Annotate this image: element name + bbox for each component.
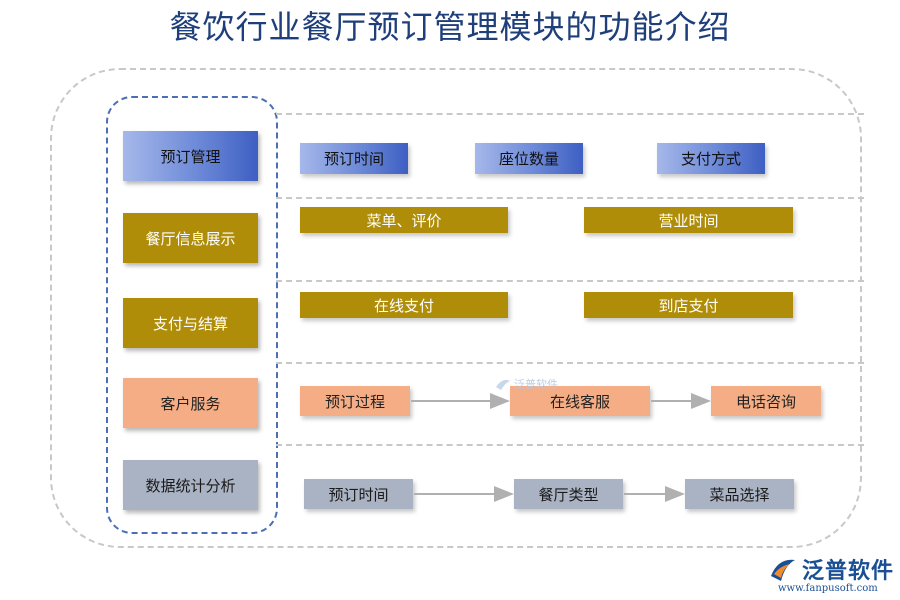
item-online-support: 在线客服 <box>510 386 650 416</box>
brand-logo: 泛普软件 <box>768 552 894 586</box>
item-restaurant-type: 餐厅类型 <box>514 479 623 509</box>
item-reservation-time-stats: 预订时间 <box>304 479 413 509</box>
item-payment-method: 支付方式 <box>657 143 765 174</box>
row-divider <box>276 362 864 364</box>
category-customer-service: 客户服务 <box>123 378 258 428</box>
row-divider <box>276 197 864 199</box>
item-seat-count: 座位数量 <box>475 143 583 174</box>
item-business-hours: 营业时间 <box>584 207 793 233</box>
item-dish-selection: 菜品选择 <box>685 479 794 509</box>
item-reservation-process: 预订过程 <box>300 386 410 416</box>
row-divider <box>276 280 864 282</box>
row-divider <box>276 113 864 115</box>
brand-name: 泛普软件 <box>802 559 895 584</box>
item-reservation-time: 预订时间 <box>300 143 408 174</box>
item-in-store-payment: 到店支付 <box>584 292 793 318</box>
brand-url: www.fanpusoft.com <box>778 583 878 594</box>
page-title: 餐饮行业餐厅预订管理模块的功能介绍 <box>169 8 731 46</box>
fanpu-logo-icon <box>771 559 795 581</box>
category-reservation-management: 预订管理 <box>123 131 258 181</box>
outer-frame <box>50 68 862 548</box>
watermark-logo-icon <box>496 379 510 390</box>
category-restaurant-info: 餐厅信息展示 <box>123 213 258 263</box>
category-payment-settlement: 支付与结算 <box>123 298 258 348</box>
item-online-payment: 在线支付 <box>300 292 508 318</box>
category-column-frame <box>106 96 278 534</box>
watermark: 泛普软件 <box>495 376 558 392</box>
row-divider <box>276 444 864 446</box>
category-data-statistics: 数据统计分析 <box>123 460 258 510</box>
item-menu-reviews: 菜单、评价 <box>300 207 508 233</box>
item-phone-consult: 电话咨询 <box>711 386 821 416</box>
